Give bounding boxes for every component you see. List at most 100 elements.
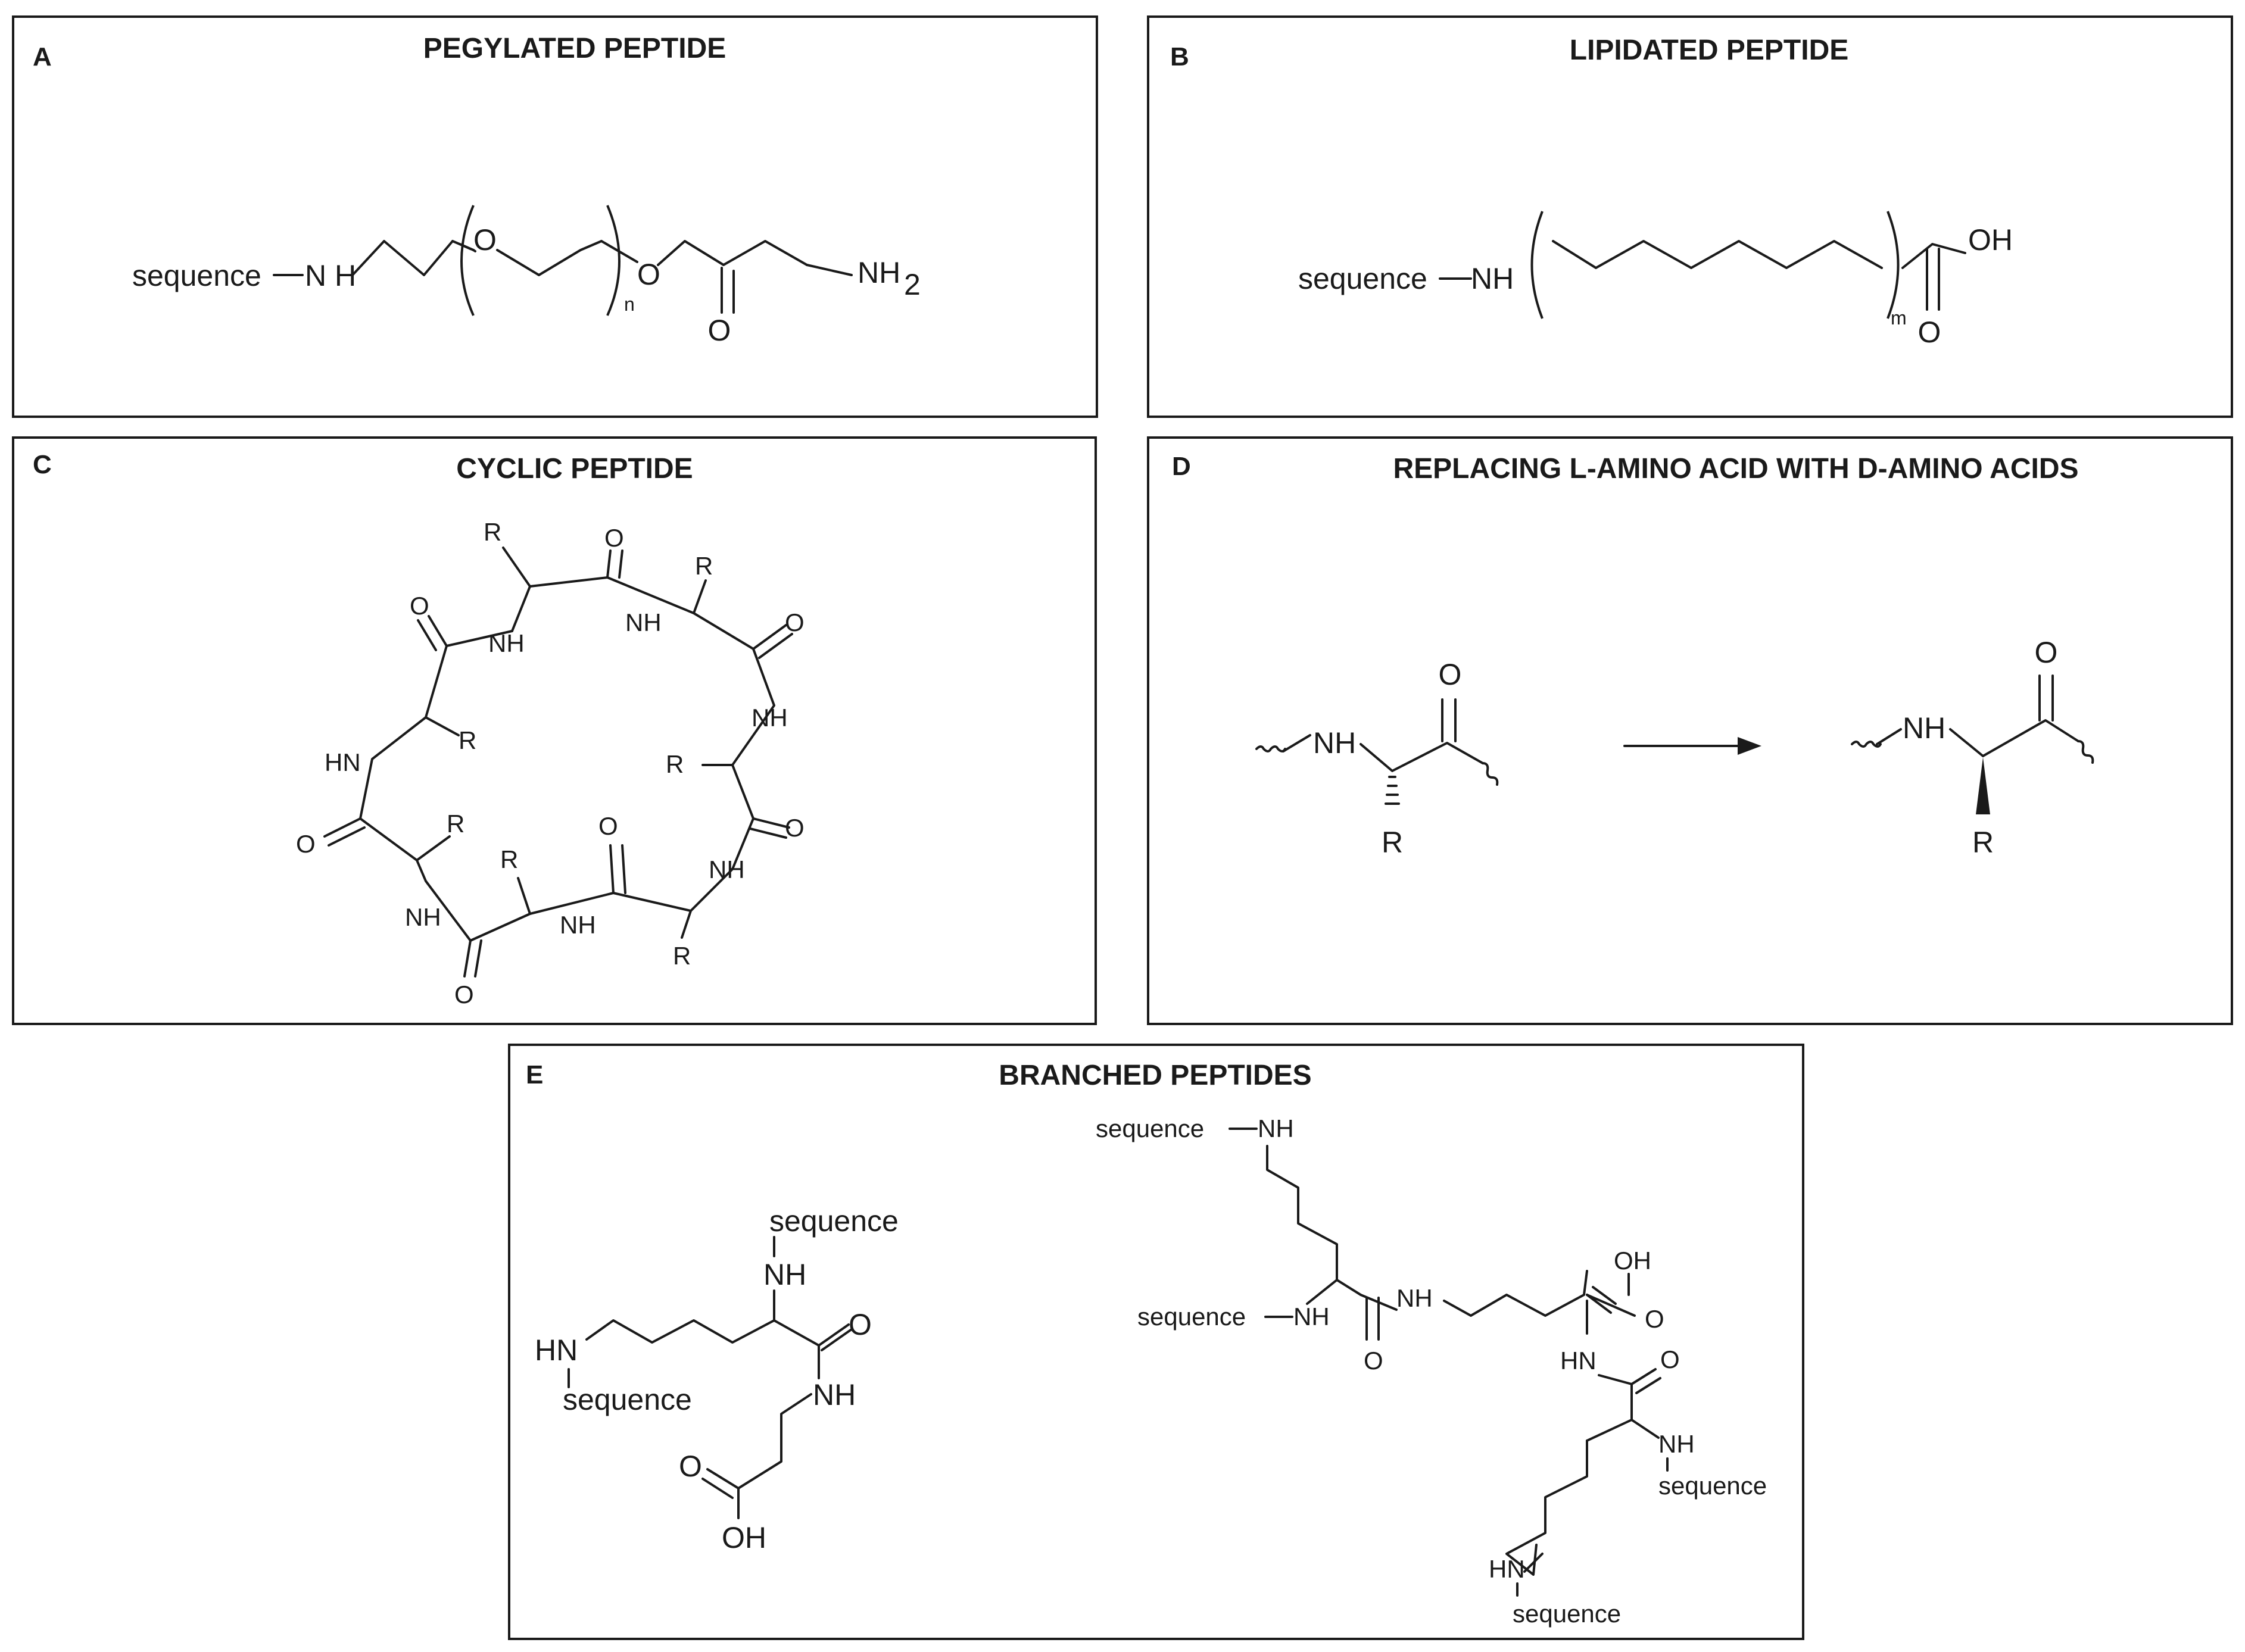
panel-c-bond — [463, 939, 472, 978]
panel-e-bond — [1505, 1439, 1588, 1576]
panel-a-amine-subscript: 2 — [904, 268, 921, 301]
panel-e-bond — [1635, 1377, 1661, 1394]
panel-e-amide-hn: HN — [1560, 1347, 1597, 1375]
panel-e-amine-label: NH — [1658, 1430, 1695, 1458]
panel-e-bond — [706, 1468, 740, 1489]
panel-e: E BRANCHED PEPTIDES sequence NH HN seque… — [508, 1044, 1804, 1640]
panel-d-carbonyl-oxygen: O — [2035, 636, 2058, 669]
panel-b-frame — [1147, 15, 2233, 418]
panel-c-amide-nh: NH — [560, 911, 596, 939]
panel-e-title: BRANCHED PEPTIDES — [999, 1060, 1311, 1091]
panel-c-bond — [758, 633, 793, 659]
panel-c-title: CYCLIC PEPTIDE — [456, 453, 693, 485]
panel-d-bond — [1282, 734, 1311, 752]
panel-c-amide-nh: NH — [709, 855, 745, 883]
panel-a-bond — [657, 240, 808, 266]
panel-d-wavy-bond — [1255, 745, 1286, 752]
panel-c-carbonyl-oxygen: O — [785, 608, 805, 636]
panel-c-bond — [502, 546, 531, 588]
panel-d-letter: D — [1172, 452, 1191, 481]
panel-e-sequence-label: sequence — [563, 1383, 692, 1416]
panel-e-carbonyl-oxygen: O — [1660, 1345, 1680, 1373]
panel-c-amide-nh: NH — [488, 629, 525, 657]
panel-e-sequence-label: sequence — [769, 1204, 899, 1238]
panel-a-bond — [806, 264, 853, 276]
panel-c-letter: C — [33, 450, 52, 479]
panel-e-bond — [1586, 1294, 1636, 1317]
panel-c-amide-nh: NH — [405, 903, 441, 931]
panel-c-bond — [328, 826, 366, 847]
panel-d-wedge-bond — [1976, 757, 1990, 814]
panel-b-amine-label: NH — [1471, 262, 1514, 295]
panel-b-sequence-label: sequence — [1298, 262, 1427, 295]
panel-c-bond — [416, 835, 451, 861]
panel-a-repeat-subscript: n — [624, 293, 635, 315]
panel-c-bond — [752, 624, 787, 650]
panel-e-hydroxyl: OH — [1614, 1247, 1651, 1275]
panel-c-r-group: R — [666, 750, 684, 778]
panel-c-frame — [12, 436, 1097, 1025]
panel-a-bond — [351, 240, 454, 276]
panel-d-arrowhead — [1738, 737, 1761, 755]
panel-b-hydroxyl: OH — [1968, 223, 2013, 257]
panel-a-carbonyl-oxygen: O — [708, 314, 731, 347]
panel-d-amine-label: NH — [1903, 711, 1945, 745]
panel-d-r-group: R — [1972, 826, 1994, 859]
panel-e-bond — [1630, 1419, 1660, 1439]
panel-e-sequence-label: sequence — [1137, 1303, 1246, 1331]
panel-a-ether-oxygen: O — [637, 258, 660, 291]
panel-e-bond — [1630, 1368, 1657, 1385]
panel-c-bond — [752, 817, 790, 829]
panel-e-bond — [701, 1478, 734, 1499]
panel-c-bond — [359, 576, 775, 942]
panel-e-amine-label: NH — [1293, 1303, 1330, 1331]
panel-c-bond — [609, 844, 615, 894]
panel-b: B LIPIDATED PEPTIDE sequence NH m O OH — [1147, 15, 2233, 418]
panel-a-amine-label: N H — [305, 259, 356, 292]
panel-c: C CYCLIC PEPTIDE R O R O NH NH O — [12, 436, 1097, 1025]
panel-c-bond — [618, 549, 623, 579]
panel-e-bond — [1523, 1553, 1544, 1573]
panel-c-bond — [681, 910, 692, 939]
panel-e-carbonyl-oxygen: O — [1364, 1347, 1383, 1375]
panel-b-bond — [1552, 240, 1883, 269]
panel-c-amide-nh: NH — [625, 608, 662, 636]
panel-c-carbonyl-oxygen: O — [598, 812, 618, 840]
panel-a-bond — [600, 240, 638, 263]
panel-c-bond — [693, 579, 707, 614]
panel-a-bond — [496, 240, 603, 276]
panel-c-carbonyl-oxygen: O — [785, 814, 805, 842]
panel-d-bond — [1949, 719, 2079, 757]
panel-a-ether-oxygen: O — [473, 223, 497, 257]
panel-b-letter: B — [1170, 42, 1189, 71]
panel-e-amide-nh: NH — [813, 1378, 856, 1411]
panel-e-bond — [737, 1393, 812, 1519]
panel-b-title: LIPIDATED PEPTIDE — [1570, 35, 1849, 66]
panel-a-terminal-amine: NH — [858, 256, 900, 289]
panel-c-bond — [749, 827, 787, 839]
panel-a-frame — [12, 15, 1098, 418]
panel-e-bond — [1586, 1294, 1612, 1314]
panel-c-carbonyl-oxygen: O — [454, 980, 474, 1008]
panel-e-amine-hn: HN — [1489, 1555, 1525, 1583]
panel-c-r-group: R — [500, 845, 518, 873]
panel-c-carbonyl-oxygen: O — [296, 830, 316, 858]
panel-e-hydroxyl: OH — [722, 1521, 766, 1554]
panel-a: A PEGYLATED PEPTIDE sequence N H O n O O… — [12, 15, 1098, 418]
panel-c-r-group: R — [673, 942, 691, 970]
panel-e-sequence-label: sequence — [1513, 1600, 1621, 1628]
panel-b-repeat-bracket-close — [1887, 211, 1900, 319]
panel-a-repeat-bracket-close — [606, 205, 621, 316]
panel-d-bond — [1360, 742, 1484, 772]
panel-d-carbonyl-oxygen: O — [1439, 658, 1462, 691]
panel-c-bond — [323, 817, 361, 838]
panel-b-repeat-subscript: m — [1891, 307, 1907, 329]
panel-a-title: PEGYLATED PEPTIDE — [423, 33, 726, 64]
panel-e-carbonyl-oxygen: O — [1645, 1305, 1664, 1333]
panel-e-bond — [1306, 1279, 1338, 1305]
panel-e-carbonyl-oxygen: O — [849, 1308, 872, 1341]
panel-c-r-group: R — [484, 518, 501, 546]
panel-e-sequence-label: sequence — [1096, 1114, 1204, 1142]
panel-a-sequence-label: sequence — [132, 259, 261, 292]
